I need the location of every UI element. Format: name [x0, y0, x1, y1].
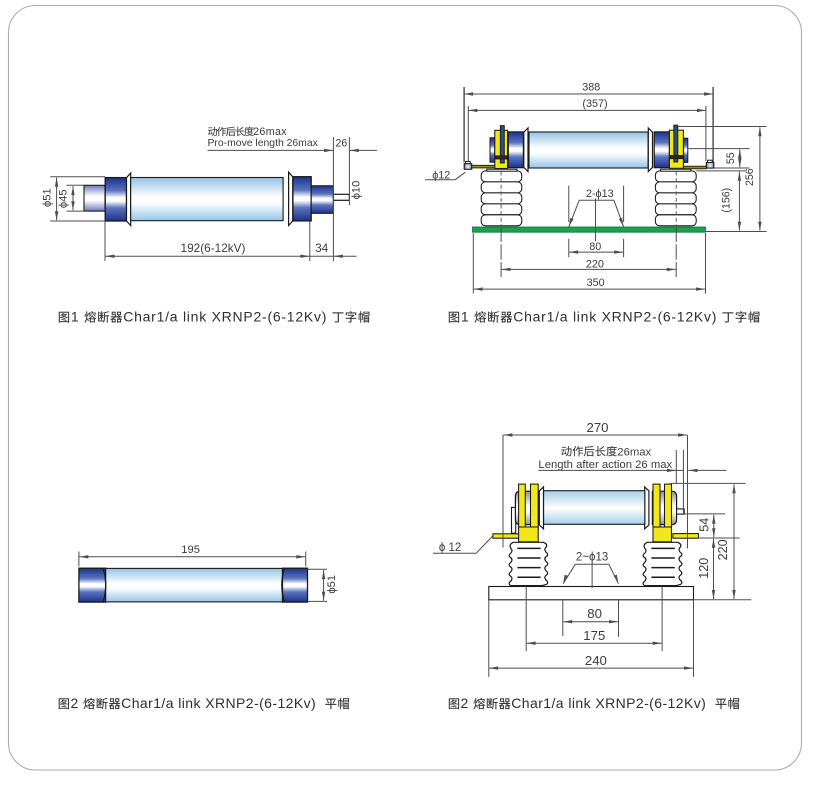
svg-text:(156): (156)	[721, 188, 733, 213]
svg-text:195: 195	[181, 544, 200, 556]
svg-text:2: 2	[70, 695, 78, 711]
svg-text:34: 34	[315, 241, 329, 255]
svg-text:Char1/a link XRNP2-(6-12Kv): Char1/a link XRNP2-(6-12Kv)	[123, 309, 327, 325]
svg-text:2: 2	[461, 695, 469, 711]
svg-text:ϕ51: ϕ51	[326, 575, 338, 594]
svg-text:388: 388	[582, 82, 600, 94]
svg-text:Length after action 26 max: Length after action 26 max	[538, 459, 672, 471]
svg-text:120: 120	[697, 558, 711, 579]
svg-text:2~ϕ13: 2~ϕ13	[576, 551, 608, 563]
svg-text:80: 80	[589, 241, 601, 253]
svg-text:80: 80	[587, 606, 602, 621]
svg-text:26max: 26max	[617, 446, 651, 458]
svg-text:ϕ51: ϕ51	[41, 188, 53, 207]
svg-text:256: 256	[744, 168, 756, 186]
svg-text:Pro-move length 26max: Pro-move length 26max	[208, 138, 319, 149]
svg-text:ϕ10: ϕ10	[350, 181, 362, 200]
svg-text:54: 54	[697, 518, 711, 532]
svg-text:Char1/a link XRNP2-(6-12Kv): Char1/a link XRNP2-(6-12Kv)	[511, 695, 706, 711]
svg-text:Char1/a link XRNP2-(6-12Kv): Char1/a link XRNP2-(6-12Kv)	[121, 695, 316, 711]
svg-text:26max: 26max	[253, 126, 287, 138]
svg-text:1: 1	[71, 309, 80, 325]
svg-text:220: 220	[716, 539, 730, 560]
svg-text:2-ϕ13: 2-ϕ13	[586, 188, 614, 200]
svg-text:ϕ12: ϕ12	[432, 170, 450, 182]
svg-text:Char1/a link XRNP2-(6-12Kv): Char1/a link XRNP2-(6-12Kv)	[513, 309, 717, 325]
svg-text:ϕ 12: ϕ 12	[439, 542, 461, 554]
svg-text:240: 240	[585, 653, 607, 668]
svg-text:192(6-12kV): 192(6-12kV)	[181, 241, 246, 255]
svg-text:220: 220	[586, 259, 604, 271]
svg-text:(357): (357)	[582, 98, 607, 110]
svg-text:ϕ45: ϕ45	[58, 189, 70, 208]
svg-text:1: 1	[461, 309, 470, 325]
svg-text:350: 350	[587, 277, 605, 289]
svg-text:270: 270	[586, 420, 608, 435]
svg-text:175: 175	[583, 628, 605, 643]
svg-text:55: 55	[725, 152, 737, 164]
svg-text:26: 26	[336, 137, 348, 149]
